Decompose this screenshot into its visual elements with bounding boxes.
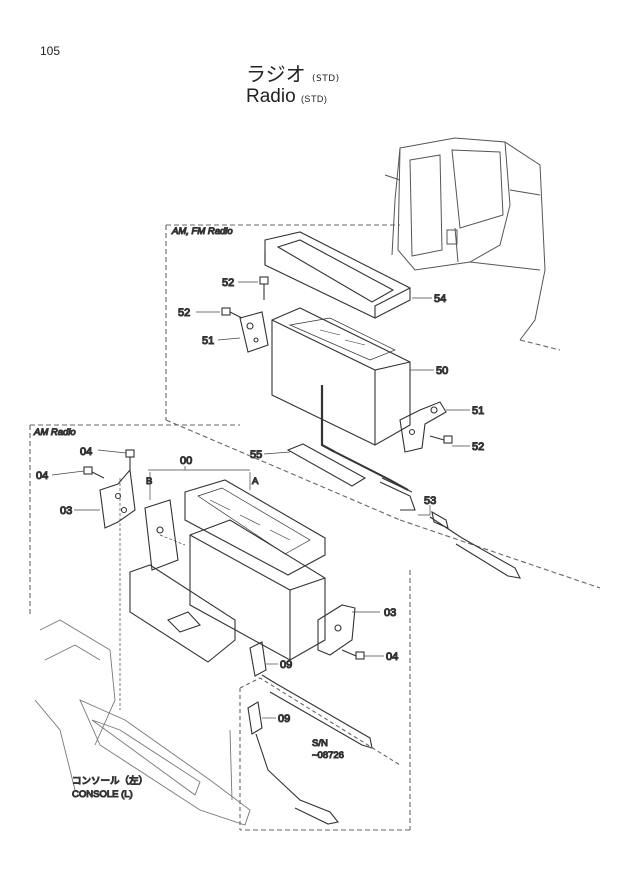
callout-52a: 52 xyxy=(222,277,234,289)
callout-50: 50 xyxy=(436,365,448,377)
cab-sketch xyxy=(384,137,546,341)
bracket-51-right xyxy=(399,401,447,453)
title-japanese: ラジオ (STD) xyxy=(246,58,340,87)
connector-09-upper xyxy=(249,641,373,749)
side-plate-b xyxy=(144,499,179,571)
serial-line2: ~08726 xyxy=(312,750,344,761)
callout-04a: 04 xyxy=(80,446,92,458)
title-en-text: Radio xyxy=(246,86,296,107)
title-jp-text: ラジオ xyxy=(246,62,306,86)
callout-51b: 51 xyxy=(472,405,484,417)
console-panel xyxy=(129,564,236,663)
callout-53: 53 xyxy=(424,495,436,507)
callout-54: 54 xyxy=(434,293,446,305)
console-label-en: CONSOLE (L) xyxy=(72,789,133,800)
gasket-55 xyxy=(286,443,367,487)
callout-a: A xyxy=(252,476,259,487)
fm-radio-body-50 xyxy=(271,307,411,453)
callout-09a: 09 xyxy=(280,659,292,671)
am-radio-body xyxy=(189,519,326,661)
callout-55: 55 xyxy=(250,449,262,461)
callout-03a: 03 xyxy=(60,505,72,517)
leader-lines xyxy=(51,281,470,719)
callout-00: 00 xyxy=(180,455,192,467)
console-left-sketch xyxy=(34,619,251,826)
bracket-51-left xyxy=(239,311,269,353)
callout-51a: 51 xyxy=(202,335,214,347)
callout-52b: 52 xyxy=(178,307,190,319)
callout-09b: 09 xyxy=(278,713,290,725)
bracket-03-right xyxy=(317,604,356,656)
console-label-jp: コンソール（左） xyxy=(72,775,148,787)
connector-09-lower xyxy=(247,701,339,825)
screws-04 xyxy=(83,449,365,660)
label-am-fm-radio: AM, FM Radio xyxy=(171,226,233,237)
bracket-03-left xyxy=(99,468,136,529)
callout-03b: 03 xyxy=(384,607,396,619)
title-en-std: (STD) xyxy=(300,94,328,104)
title-english: Radio (STD) xyxy=(246,86,327,108)
am-radio-front-panel xyxy=(184,479,326,576)
screws-52 xyxy=(221,276,453,444)
connector-inset-box xyxy=(239,677,401,830)
radio-bezel-54 xyxy=(264,231,411,319)
callout-04b: 04 xyxy=(36,470,48,482)
am-group-outline xyxy=(29,424,411,831)
callout-52c: 52 xyxy=(472,441,484,453)
antenna-cable-53 xyxy=(334,451,521,579)
label-am-radio: AM Radio xyxy=(33,427,76,438)
serial-line1: S/N xyxy=(312,738,328,749)
title-jp-std: (STD) xyxy=(311,74,340,84)
callout-04c: 04 xyxy=(386,651,398,663)
am-fm-group-outline xyxy=(165,224,601,589)
page-number: 105 xyxy=(40,44,61,58)
callout-b: B xyxy=(146,476,152,487)
